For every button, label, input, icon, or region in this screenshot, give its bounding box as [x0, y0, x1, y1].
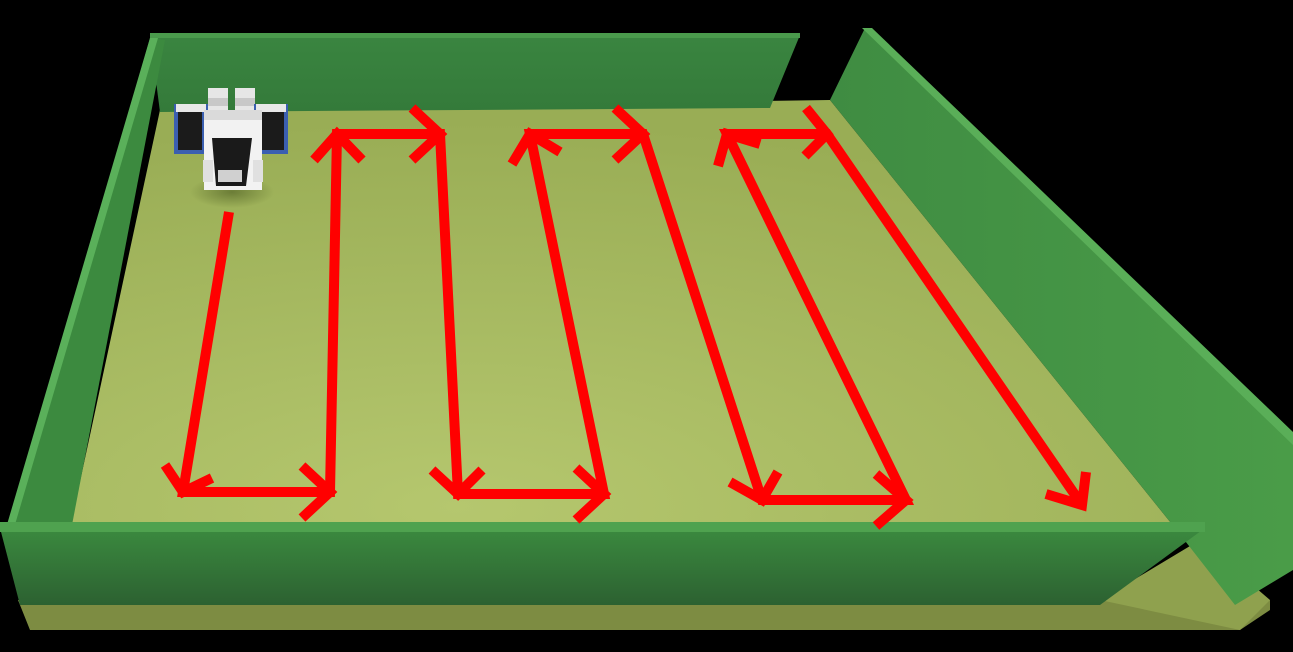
arrowhead-3: [310, 126, 366, 164]
left-wall-edge: [6, 38, 158, 528]
front-wall: [0, 528, 1205, 605]
arrowhead-11: [713, 127, 762, 168]
base-slab: [18, 600, 1270, 630]
arrowhead-5: [428, 466, 486, 501]
path-line: [177, 129, 1087, 508]
right-wall: [830, 28, 1293, 605]
back-wall: [150, 35, 800, 112]
arrowhead-10: [872, 470, 914, 530]
arrowhead-9: [727, 469, 783, 507]
front-wall-top-edge: [0, 522, 1205, 532]
floor: [70, 100, 1175, 528]
right-wall-top-edge: [862, 28, 1293, 445]
arrowhead-6: [572, 464, 612, 524]
arrowhead-1: [160, 462, 215, 499]
arrowhead-13: [1044, 471, 1091, 512]
arrowhead-8: [611, 104, 651, 164]
arrowhead-2: [298, 462, 338, 522]
robot: [174, 88, 288, 190]
arrowhead-7: [507, 127, 563, 167]
arrowhead-12: [801, 104, 834, 160]
base-slab-right: [1100, 540, 1270, 630]
arrowhead-4: [408, 104, 448, 164]
back-wall-top: [150, 33, 800, 38]
coverage-path: [160, 104, 1091, 530]
